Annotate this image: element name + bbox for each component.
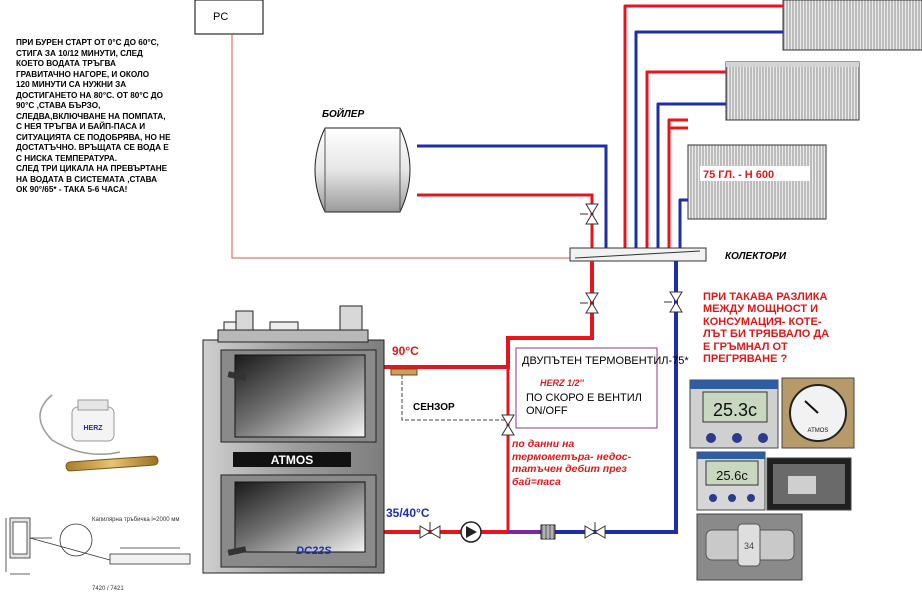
- thermometer-photo-2: 25.6c: [696, 451, 766, 511]
- valve-photo: 34: [696, 513, 803, 581]
- return-valve-left: [419, 522, 441, 539]
- start-description-note: ПРИ БУРЕН СТАРТ ОТ 0°С ДО 60°С, СТИГА ЗА…: [16, 38, 171, 194]
- sensor-label: СЕНЗОР: [413, 402, 455, 413]
- thermo-brand: ATMOS: [808, 428, 829, 434]
- pc-controller: PC: [194, 0, 264, 35]
- thermometer-photo-1: 25.3c: [689, 379, 779, 449]
- boiler-flow-pipe: [417, 193, 594, 248]
- radiator-spec: 75 ГЛ. - Н 600: [703, 169, 774, 181]
- radiator-top: [782, 0, 922, 51]
- valve-title: ДВУПЪТЕН ТЕРМОВЕНТИЛ-75*: [522, 355, 689, 367]
- device-photo: [766, 457, 852, 511]
- sensor: СЕНЗОР: [390, 368, 508, 421]
- circulation-pump: [460, 521, 482, 543]
- thermovalve-info-box: ДВУПЪТЕН ТЕРМОВЕНТИЛ-75* HERZ 1/2'': [515, 347, 689, 429]
- solid-fuel-boiler: ATMOS DC22S: [202, 305, 385, 574]
- flow-data-note: по данни на термометъра- недос- татъчен …: [512, 438, 632, 488]
- pc-label: PC: [213, 11, 228, 23]
- return-temperature: 35/40°C: [386, 506, 430, 520]
- thermovalve: [501, 414, 515, 436]
- flow-valve: [580, 292, 599, 314]
- radiator-pipes: [623, 4, 783, 248]
- model-code: 7420 / 7421: [92, 586, 124, 592]
- thermostat-technical-drawing: [5, 517, 191, 575]
- herz-head-label: HERZ: [83, 425, 103, 432]
- valve-note: ПО СКОРО Е ВЕНТИЛ ON/OFF: [526, 392, 642, 417]
- flow-temperature: 90°C: [392, 344, 419, 358]
- radiator-bottom: 75 ГЛ. - Н 600: [687, 144, 827, 220]
- collectors-label: КОЛЕКТОРИ: [725, 251, 787, 262]
- boiler-brand: ATMOS: [271, 453, 313, 467]
- boiler-model: DC22S: [296, 545, 332, 557]
- overheat-question-note: ПРИ ТАКАВА РАЗЛИКА МЕЖДУ МОЩНОСТ И КОНСУ…: [703, 291, 830, 366]
- boiler-return-pipe: [417, 144, 608, 248]
- boiler-valve: [580, 203, 599, 225]
- pc-control-wire: [231, 34, 590, 259]
- thermostat-head-photo: HERZ: [39, 394, 159, 472]
- boiler-tank: БОЙЛЕР: [314, 107, 411, 213]
- radiator-middle: [725, 61, 860, 121]
- analog-thermometer-photo: ATMOS: [781, 377, 855, 449]
- boiler-label: БОЙЛЕР: [322, 107, 364, 120]
- lcd-reading-1: 25.3c: [713, 400, 757, 420]
- capillary-pipe-label: Капилярна тръбичка l=2000 мм: [92, 517, 179, 523]
- svg-text:34: 34: [744, 541, 754, 551]
- return-valve-right: [584, 522, 606, 539]
- lcd-reading-2: 25.6c: [716, 468, 748, 483]
- strainer-filter: [540, 524, 556, 540]
- valve-brand: HERZ 1/2'': [540, 378, 585, 388]
- return-valve: [664, 291, 683, 313]
- collector-manifold: КОЛЕКТОРИ: [569, 247, 787, 262]
